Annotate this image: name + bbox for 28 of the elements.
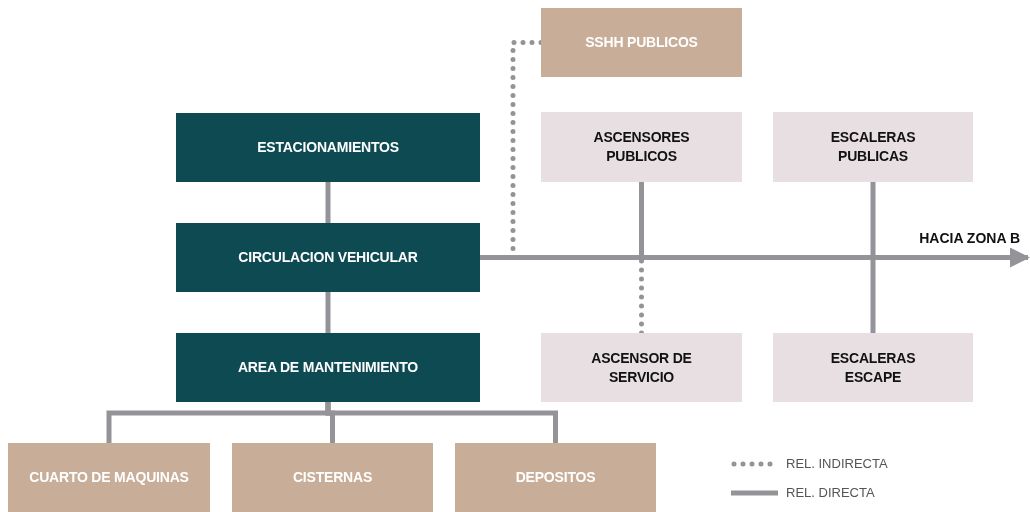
process-box [541, 8, 742, 77]
box-label: CISTERNAS [292, 468, 373, 487]
box-label: DEPOSITOS [515, 468, 596, 487]
process-box [176, 223, 480, 292]
box-label: ASCENSOR DE SERVICIO [590, 348, 693, 387]
process-box [773, 333, 973, 402]
box-label: ESCALERAS PUBLICAS [829, 128, 917, 166]
process-box [176, 113, 480, 182]
legend-label: REL. INDIRECTA [786, 456, 888, 471]
process-box [455, 443, 656, 512]
legend-label: REL. DIRECTA [786, 485, 875, 500]
process-box [8, 443, 210, 512]
box-label: ASCENSORES PUBLICOS [592, 128, 691, 166]
process-box [541, 112, 742, 182]
connector [325, 292, 331, 333]
box-label: SSHH PUBLICOS [585, 33, 698, 52]
box-label: ESCALERAS ESCAPE [829, 348, 917, 387]
box-label: CIRCULACION VEHICULAR [238, 248, 418, 267]
arrow [480, 247, 1030, 268]
box-label: AREA DE MANTENIMIENTO [237, 358, 419, 377]
process-box [232, 443, 433, 512]
box-label: CUARTO DE MAQUINAS [29, 468, 189, 487]
connector [325, 182, 331, 223]
box-label: ESTACIONAMIENTOS [257, 138, 399, 157]
process-box [541, 333, 742, 402]
process-box [176, 333, 480, 402]
process-box [773, 112, 973, 182]
connector [325, 402, 558, 443]
